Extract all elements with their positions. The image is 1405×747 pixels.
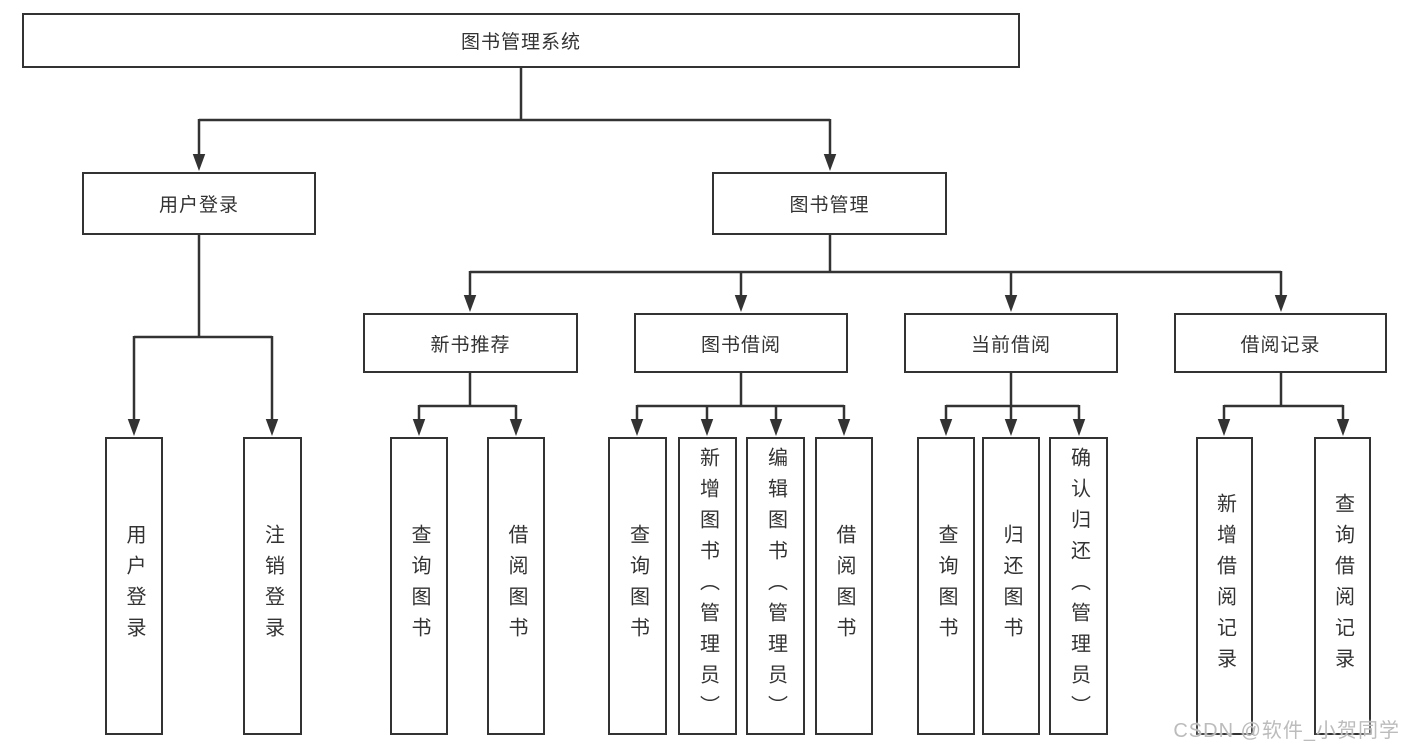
leaf-logout-label: 注销登录	[261, 524, 284, 648]
leaf-current-return-books: 归还图书	[982, 437, 1040, 735]
leaf-borrow-query-books-label: 查询图书	[626, 524, 649, 648]
leaf-recommend-query-books-label: 查询图书	[408, 524, 430, 648]
node-book-management: 图书管理	[712, 172, 947, 235]
node-borrow-records-label: 借阅记录	[1240, 334, 1321, 356]
connector-recommend-children	[412, 373, 523, 436]
node-current-borrow-label: 当前借阅	[970, 334, 1051, 356]
connector-records-children	[1217, 373, 1350, 436]
leaf-records-add-record: 新增借阅记录	[1196, 437, 1253, 735]
node-book-borrow-label: 图书借阅	[700, 334, 781, 356]
connector-user-login-children	[127, 235, 279, 436]
node-new-book-recommend: 新书推荐	[363, 313, 578, 373]
leaf-logout: 注销登录	[243, 437, 302, 735]
node-book-management-label: 图书管理	[789, 195, 870, 216]
connector-current-children	[939, 373, 1086, 436]
leaf-records-query-record-label: 查询借阅记录	[1331, 493, 1354, 679]
leaf-borrow-edit-books-admin-label: 编辑图书（管理员）	[764, 446, 787, 726]
leaf-user-login: 用户登录	[105, 437, 163, 735]
node-user-login-label: 用户登录	[158, 195, 239, 216]
leaf-user-login-label: 用户登录	[123, 524, 145, 648]
leaf-borrow-add-books-admin: 新增图书（管理员）	[678, 437, 737, 735]
node-book-borrow: 图书借阅	[634, 313, 848, 373]
node-borrow-records: 借阅记录	[1174, 313, 1387, 373]
node-root-system: 图书管理系统	[22, 13, 1020, 68]
leaf-current-query-books: 查询图书	[917, 437, 975, 735]
leaf-recommend-query-books: 查询图书	[390, 437, 448, 735]
leaf-borrow-edit-books-admin: 编辑图书（管理员）	[746, 437, 805, 735]
watermark: CSDN @软件_小贺同学	[1173, 720, 1400, 742]
connector-borrow-children	[630, 373, 851, 436]
leaf-records-query-record: 查询借阅记录	[1314, 437, 1371, 735]
leaf-recommend-borrow-books-label: 借阅图书	[505, 524, 527, 648]
leaf-current-query-books-label: 查询图书	[935, 524, 957, 648]
leaf-current-return-books-label: 归还图书	[1000, 524, 1022, 648]
connector-root-to-level2	[192, 68, 837, 171]
leaf-current-confirm-return-admin-label: 确认归还（管理员）	[1067, 446, 1090, 726]
leaf-borrow-borrow-books-label: 借阅图书	[833, 524, 855, 648]
node-current-borrow: 当前借阅	[904, 313, 1118, 373]
leaf-records-add-record-label: 新增借阅记录	[1213, 493, 1236, 679]
leaf-borrow-add-books-admin-label: 新增图书（管理员）	[696, 446, 719, 726]
node-root-system-label: 图书管理系统	[460, 32, 581, 53]
connector-book-management-children	[463, 235, 1288, 312]
leaf-current-confirm-return-admin: 确认归还（管理员）	[1049, 437, 1108, 735]
leaf-borrow-borrow-books: 借阅图书	[815, 437, 873, 735]
node-user-login: 用户登录	[82, 172, 316, 235]
node-new-book-recommend-label: 新书推荐	[430, 334, 511, 356]
leaf-borrow-query-books: 查询图书	[608, 437, 667, 735]
leaf-recommend-borrow-books: 借阅图书	[487, 437, 545, 735]
